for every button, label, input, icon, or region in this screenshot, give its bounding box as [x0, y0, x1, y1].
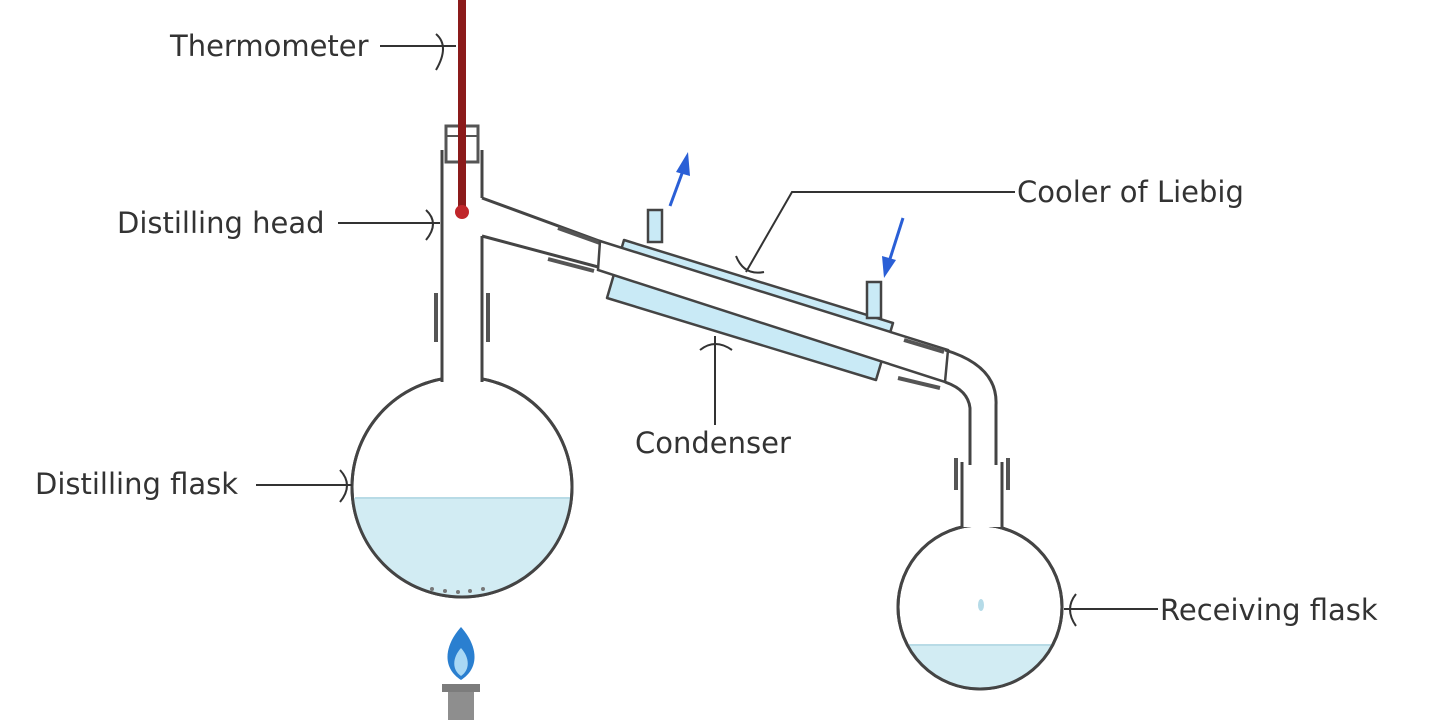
water-out-arrow-icon: [668, 152, 690, 207]
burner: [442, 684, 480, 720]
label-lines: [256, 33, 1158, 627]
label-distilling-head: Distilling head: [117, 206, 325, 240]
thermometer-icon: [455, 0, 469, 219]
distilling-head: [440, 124, 603, 300]
distilling-flask: [350, 293, 574, 599]
distilling-flask-neck: [442, 300, 482, 385]
label-distilling-flask: Distilling flask: [35, 467, 238, 501]
flame-icon: [447, 627, 475, 680]
label-condenser: Condenser: [635, 426, 791, 460]
distilling-flask-liquid: [352, 498, 572, 597]
label-receiving-flask: Receiving flask: [1160, 593, 1378, 627]
water-in-arrow-icon: [882, 217, 905, 278]
liebig-condenser: [596, 208, 950, 390]
label-thermometer: Thermometer: [169, 29, 369, 63]
boiling-chips: [430, 587, 485, 594]
receiving-flask: [896, 458, 1064, 691]
label-cooler-of-liebig: Cooler of Liebig: [1017, 175, 1244, 209]
droplet: [978, 599, 984, 611]
